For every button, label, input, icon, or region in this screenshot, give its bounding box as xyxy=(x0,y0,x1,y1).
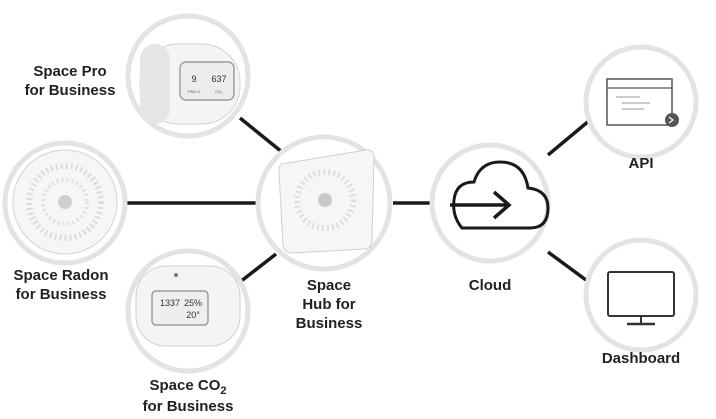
space-pro-readout-left: 9 xyxy=(191,74,196,84)
space-pro-label-line2: for Business xyxy=(24,82,116,99)
space-co2-sensor-dot xyxy=(174,273,178,277)
api-window-icon xyxy=(606,78,673,126)
connector-cloud-dashboard xyxy=(546,250,588,282)
space-radon-label-line1: Space Radon xyxy=(13,267,109,284)
space-co2-label-line1: Space CO2 xyxy=(128,376,248,397)
space-co2-reading-co2: 1337 xyxy=(160,298,180,308)
space-pro-display xyxy=(179,61,235,101)
api-node xyxy=(583,44,699,160)
space-radon-speaker-pattern xyxy=(26,163,104,241)
space-pro-unit-right: CO₂ xyxy=(215,89,223,94)
dashboard-label-text: Dashboard xyxy=(601,350,681,367)
cloud-icon xyxy=(452,160,550,230)
connector-cloud-api xyxy=(546,118,592,157)
space-co2-label-prefix: Space CO xyxy=(149,377,221,394)
space-radon-label: Space Radon for Business xyxy=(0,266,122,304)
api-label: API xyxy=(611,154,671,173)
space-co2-reading-temp: 20° xyxy=(186,310,200,320)
dashboard-label: Dashboard xyxy=(591,349,691,368)
connector-co2-hub xyxy=(238,252,278,284)
space-radon-node xyxy=(2,140,128,266)
hub-label: Space Hub for Business xyxy=(284,276,374,333)
hub-label-line2: Hub for xyxy=(302,296,356,313)
space-pro-label: Space Pro for Business xyxy=(14,62,126,100)
api-terminal-chevron xyxy=(668,116,674,124)
space-pro-readout-right: 637 xyxy=(211,74,226,84)
space-co2-label-line2: for Business xyxy=(142,398,234,415)
api-terminal-icon xyxy=(665,113,679,127)
space-co2-label-subscript: 2 xyxy=(220,385,227,397)
cloud-node xyxy=(429,142,551,264)
hub-logo-icon xyxy=(318,193,332,207)
cloud-label: Cloud xyxy=(460,276,520,295)
space-co2-label: Space CO2 for Business xyxy=(128,376,248,416)
space-pro-node: 9 637 PM2.5 CO₂ xyxy=(125,13,251,139)
cloud-label-text: Cloud xyxy=(468,277,512,294)
connector-pro-hub xyxy=(238,116,284,154)
hub-node xyxy=(255,134,393,272)
space-pro-label-line1: Space Pro xyxy=(33,63,107,80)
hub-label-line3: Business xyxy=(295,315,363,332)
hub-label-line1: Space xyxy=(306,277,352,294)
connectors xyxy=(126,116,592,284)
arrow-head-icon xyxy=(492,190,512,220)
space-co2-node: 1337 25% 20° xyxy=(125,248,251,374)
space-pro-unit-left: PM2.5 xyxy=(188,89,200,94)
monitor-icon xyxy=(607,271,675,317)
api-label-text: API xyxy=(628,155,654,172)
hub-speaker-pattern xyxy=(294,169,356,231)
space-radon-logo-icon xyxy=(58,195,72,209)
space-radon-inner-pattern xyxy=(41,178,89,226)
space-radon-label-line2: for Business xyxy=(15,286,107,303)
space-pro-shade xyxy=(140,44,170,124)
space-co2-reading-humidity: 25% xyxy=(184,298,202,308)
space-co2-display xyxy=(151,290,209,326)
dashboard-node xyxy=(583,237,699,353)
